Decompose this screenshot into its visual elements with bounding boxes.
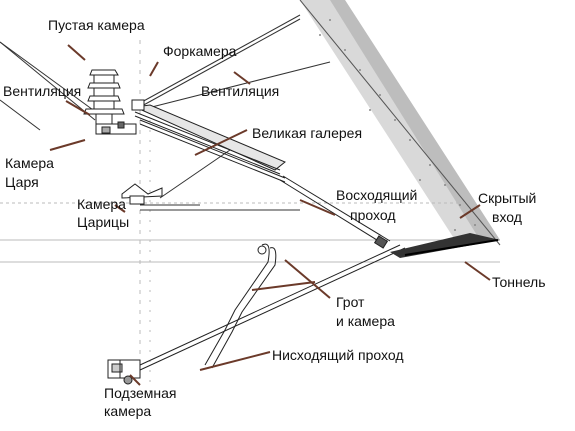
descending-passage (139, 244, 406, 371)
label-underground-2: камера (104, 403, 151, 419)
label-ascending-2: проход (350, 207, 396, 223)
label-hidden-2: вход (492, 209, 522, 225)
label-empty-chamber: Пустая камера (48, 17, 145, 33)
label-queens-chamber-2: Царицы (77, 214, 129, 230)
subterranean-chamber (107, 359, 141, 385)
grand-gallery (133, 104, 286, 183)
kings-chamber (95, 121, 137, 135)
label-underground-1: Подземная (104, 385, 176, 401)
leader-lines (49, 44, 491, 386)
label-hidden-1: Скрытый (478, 190, 536, 206)
label-grotto-2: и камера (336, 313, 395, 329)
tunnel (390, 233, 500, 258)
label-grotto-1: Грот (336, 294, 365, 310)
label-ascending-1: Восходящий (336, 187, 417, 203)
label-grand-gallery: Великая галерея (252, 125, 362, 141)
label-descending: Нисходящий проход (272, 347, 404, 363)
queens-chamber (121, 183, 163, 205)
relieving-chambers (83, 69, 125, 125)
antechamber (131, 99, 145, 111)
label-kings-chamber-2: Царя (5, 174, 39, 190)
pyramid-stone-face (299, 0, 501, 246)
label-ventilation-right: Вентиляция (201, 83, 279, 99)
grotto-shaft (204, 243, 277, 369)
label-queens-chamber-1: Камера (77, 196, 126, 212)
ascending-passage (279, 175, 391, 249)
label-ventilation-left: Вентиляция (3, 83, 81, 99)
outer-casing-lines (0, 41, 300, 211)
label-antechamber: Форкамера (163, 43, 237, 59)
label-tunnel: Тоннель (492, 274, 546, 290)
label-kings-chamber-1: Камера (5, 155, 54, 171)
ventilation-shafts (0, 14, 331, 199)
